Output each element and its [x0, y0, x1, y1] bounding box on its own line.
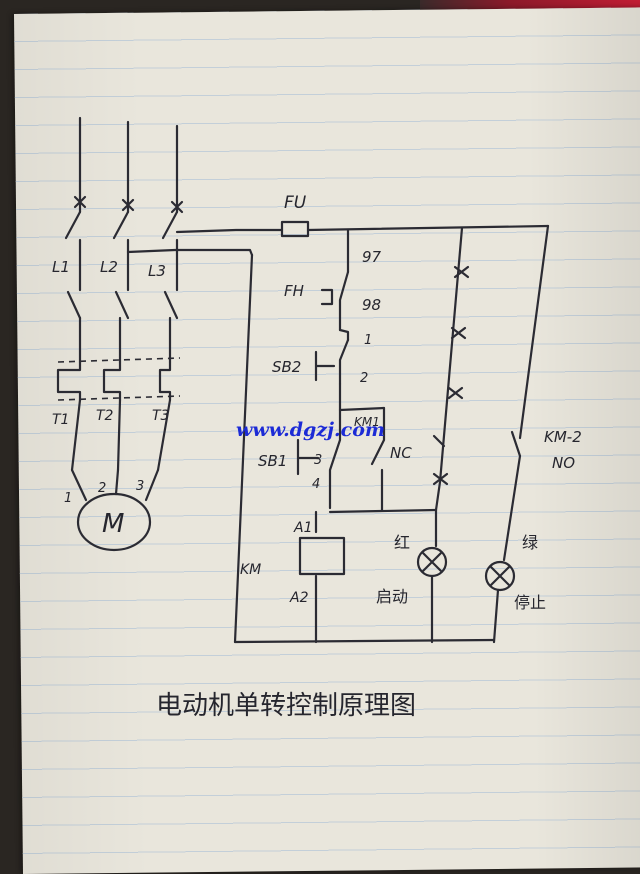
start-button-label: SB1	[258, 452, 287, 470]
thermal-relay-label: FH	[284, 282, 304, 300]
green-lamp-symbol	[484, 560, 516, 592]
km2-contact-label: KM-2	[544, 428, 582, 446]
labels: FU L1 L2 L3 T1 T2 T3 1 2 3 M FH 97 98 SB…	[52, 193, 582, 721]
no-contact-label: NO	[552, 454, 575, 472]
thermal-2-label: T2	[96, 408, 114, 424]
control-circuit	[126, 220, 550, 644]
watermark: www.dgzj.com	[236, 419, 385, 441]
phase-2-label: L2	[100, 258, 118, 276]
red-lamp-label: 红	[394, 533, 410, 552]
coil-a1-label: A1	[293, 520, 312, 536]
circuit-diagram: FU L1 L2 L3 T1 T2 T3 1 2 3 M FH 97 98 SB…	[52, 116, 582, 721]
phase-3-label: L3	[148, 262, 166, 280]
terminal-97-label: 97	[362, 248, 382, 266]
terminal-98-label: 98	[362, 296, 381, 314]
thermal-3-label: T3	[152, 408, 169, 424]
coil-a2-label: A2	[289, 590, 309, 606]
main-circuit	[56, 116, 184, 552]
coil-label: KM	[240, 562, 261, 578]
nc-contact-label: NC	[390, 444, 412, 462]
motor-terminal-1-label: 1	[64, 491, 72, 506]
sb2-pin-2-label: 2	[360, 371, 368, 386]
motor-label: M	[102, 509, 124, 539]
phase-1-label: L1	[52, 258, 70, 276]
fuse-label: FU	[284, 193, 307, 213]
motor-symbol	[76, 492, 152, 552]
motor-terminal-3-label: 3	[136, 479, 144, 494]
diagram-caption: 电动机单转控制原理图	[156, 691, 416, 721]
green-lamp-label: 绿	[522, 533, 538, 552]
sb1-pin-3-label: 3	[314, 453, 322, 468]
motor-terminal-2-label: 2	[98, 481, 106, 496]
red-lamp-state-label: 启动	[376, 587, 408, 606]
stop-button-label: SB2	[272, 358, 301, 376]
fuse-symbol	[280, 220, 310, 238]
km-aux-contact-label: KM1	[354, 415, 380, 429]
sb1-pin-4-label: 4	[312, 477, 320, 492]
coil-symbol	[298, 536, 346, 576]
sb2-pin-1-label: 1	[364, 333, 372, 348]
green-lamp-state-label: 停止	[514, 593, 546, 612]
thermal-1-label: T1	[52, 412, 69, 428]
